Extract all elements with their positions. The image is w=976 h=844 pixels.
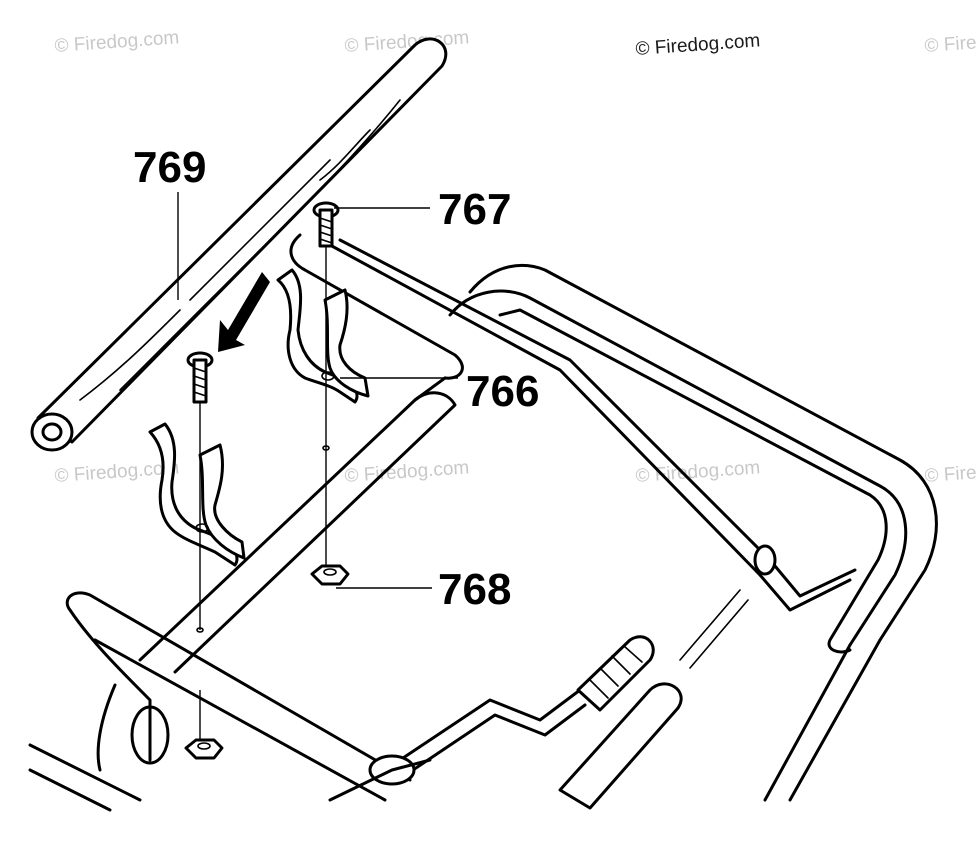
bolt-left bbox=[186, 351, 214, 633]
watermark-top-edge: © Firedog.com bbox=[924, 27, 976, 57]
watermark-mid-right: © Firedog.com bbox=[635, 457, 761, 487]
cable-mechanism bbox=[328, 544, 777, 810]
callout-768: 768 bbox=[438, 565, 511, 614]
leader-lines bbox=[177, 192, 458, 589]
watermark-top-right: © Firedog.com bbox=[635, 30, 761, 60]
callout-767: 767 bbox=[438, 185, 511, 234]
callout-769: 769 bbox=[133, 143, 206, 192]
bracket-right bbox=[276, 268, 370, 404]
bracket-left bbox=[148, 422, 246, 567]
nut-right bbox=[310, 470, 350, 586]
handle-grip-tube bbox=[30, 37, 448, 452]
watermarks: © Firedog.com © Firedog.com © Firedog.co… bbox=[54, 27, 976, 487]
watermark-mid-center: © Firedog.com bbox=[344, 457, 470, 487]
watermark-mid-edge: © Firedog.com bbox=[924, 457, 976, 487]
watermark-top-left: © Firedog.com bbox=[54, 27, 180, 57]
nut-left bbox=[184, 690, 224, 760]
bolt-right bbox=[312, 201, 340, 470]
install-direction-arrow bbox=[218, 272, 270, 352]
callout-766: 766 bbox=[466, 367, 539, 416]
main-frame-bar bbox=[28, 233, 464, 812]
